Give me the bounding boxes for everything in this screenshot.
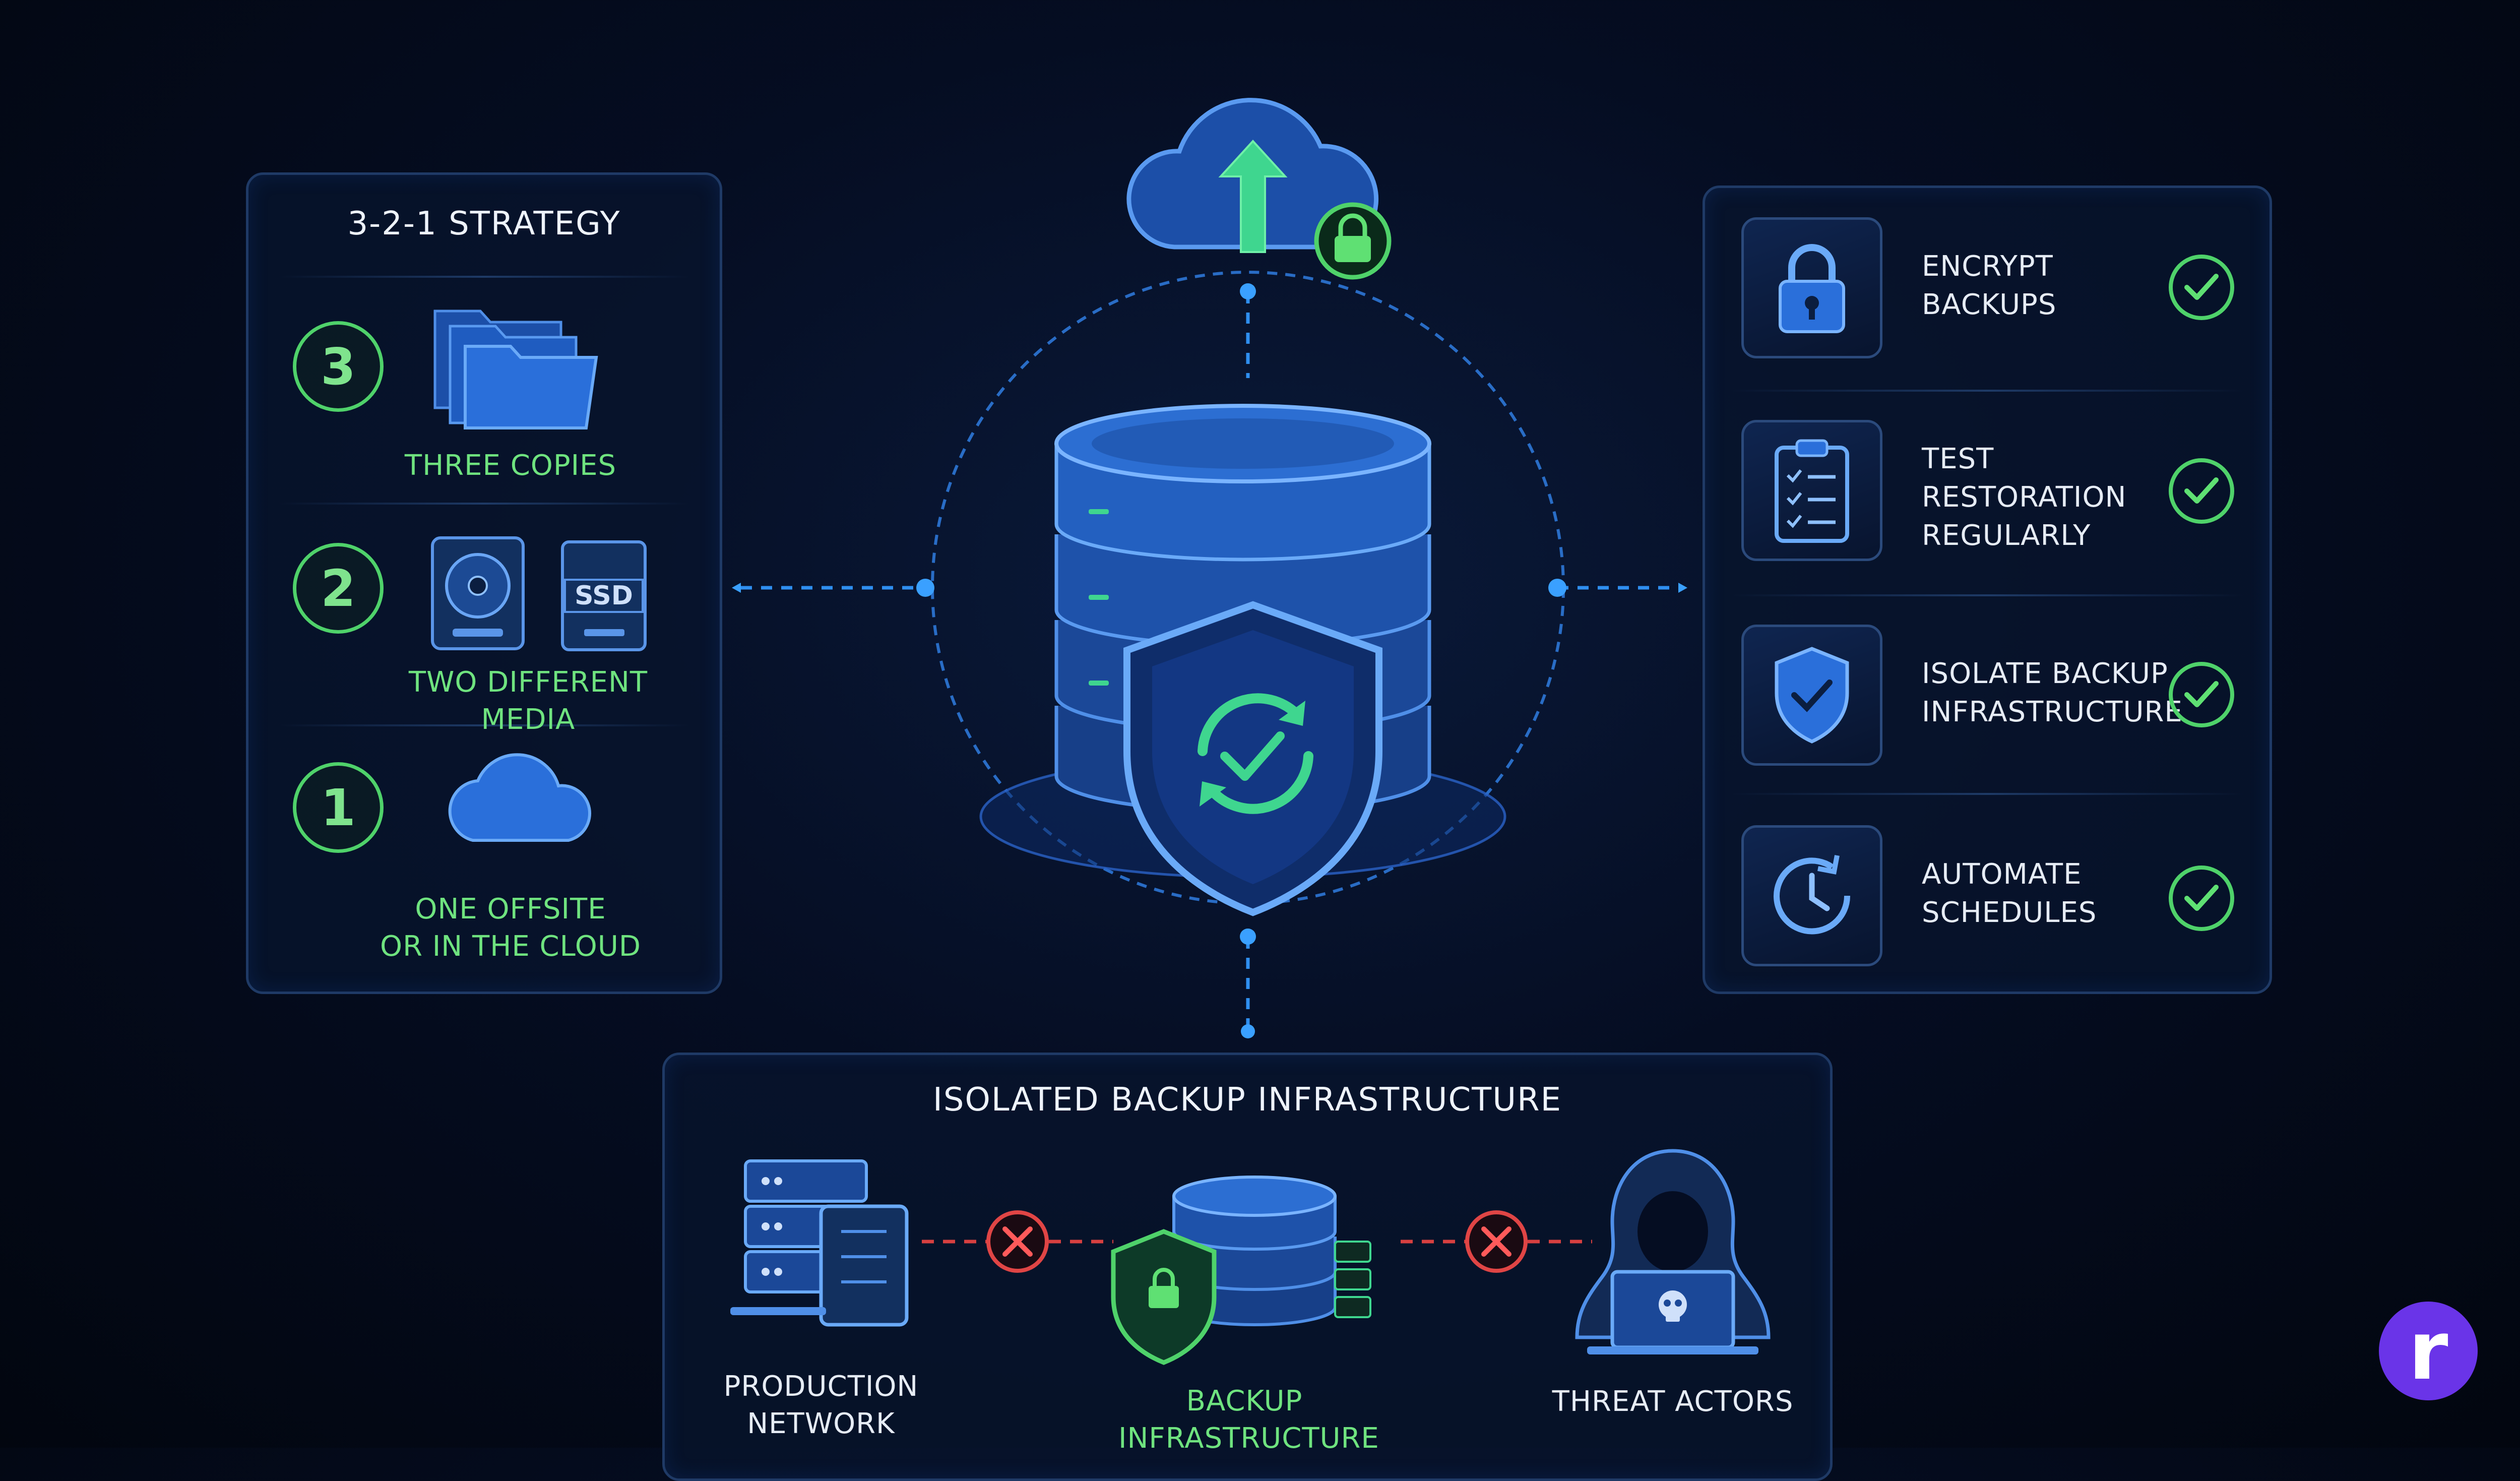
backup-line1: BACKUP	[1186, 1385, 1303, 1417]
hard-drive-icon	[430, 535, 526, 651]
test-line2: RESTORATION	[1922, 481, 2127, 514]
isolated-title: ISOLATED BACKUP INFRASTRUCTURE	[932, 1081, 1562, 1119]
three-copies-label: THREE COPIES	[404, 449, 617, 482]
isolate-icon-box	[1741, 625, 1882, 766]
server-icon	[730, 1159, 909, 1327]
folders-icon	[430, 301, 601, 432]
ssd-text: SSD	[564, 579, 644, 613]
encrypt-line2: BACKUPS	[1922, 288, 2057, 321]
ssd-icon: SSD	[561, 540, 647, 651]
practices-panel: ENCRYPT BACKUPS TEST RESTORATION REGULAR…	[1703, 186, 2272, 994]
strategy-title: 3-2-1 STRATEGY	[347, 205, 621, 242]
isolate-line1: ISOLATE BACKUP	[1922, 657, 2168, 690]
padlock-icon	[1779, 244, 1845, 333]
number-badge-2: 2	[293, 543, 384, 634]
number-badge-3: 3	[293, 321, 384, 412]
encrypt-line1: ENCRYPT	[1922, 250, 2053, 283]
brand-logo: r	[2379, 1302, 2478, 1400]
isolated-panel: ISOLATED BACKUP INFRASTRUCTURE PRODUCTIO…	[662, 1053, 1833, 1481]
automate-icon-box	[1741, 825, 1882, 966]
isolate-line2: INFRASTRUCTURE	[1922, 696, 2183, 728]
center-graphic	[732, 98, 1687, 1038]
backup-line2: INFRASTRUCTURE	[1118, 1422, 1379, 1455]
backup-database-shield-icon	[1111, 1176, 1371, 1365]
hooded-hacker-icon	[1575, 1149, 1771, 1354]
divider	[1730, 793, 2244, 795]
test-line1: TEST	[1922, 443, 1994, 475]
production-line1: PRODUCTION	[723, 1370, 919, 1403]
shield-check-icon	[1775, 647, 1849, 744]
automate-line2: SCHEDULES	[1922, 896, 2097, 929]
check-icon	[2169, 255, 2234, 320]
number-badge-1: 1	[293, 762, 384, 853]
test-line3: REGULARLY	[1922, 519, 2091, 552]
divider	[279, 503, 689, 505]
production-line2: NETWORK	[747, 1407, 895, 1440]
check-icon	[2169, 458, 2234, 524]
cloud-icon	[437, 750, 604, 850]
two-media-label: TWO DIFFERENT MEDIA	[408, 666, 648, 736]
check-icon	[2169, 662, 2234, 727]
divider	[279, 724, 689, 726]
offsite-label-line2: OR IN THE CLOUD	[380, 930, 641, 963]
checklist-icon	[1775, 439, 1849, 543]
divider	[1730, 594, 2244, 596]
check-icon	[2169, 866, 2234, 931]
automate-line1: AUTOMATE	[1922, 858, 2082, 891]
blocked-connector-right	[1401, 1210, 1592, 1273]
threat-label: THREAT ACTORS	[1552, 1385, 1794, 1418]
divider	[1730, 390, 2244, 392]
encrypt-icon-box	[1741, 217, 1882, 358]
offsite-label-line1: ONE OFFSITE	[415, 893, 606, 925]
divider	[279, 276, 689, 278]
test-icon-box	[1741, 420, 1882, 561]
strategy-panel: 3-2-1 STRATEGY 3 THREE COPIES 2 SSD TWO …	[246, 172, 722, 994]
blocked-connector-left	[922, 1210, 1113, 1273]
clock-icon	[1774, 855, 1851, 935]
